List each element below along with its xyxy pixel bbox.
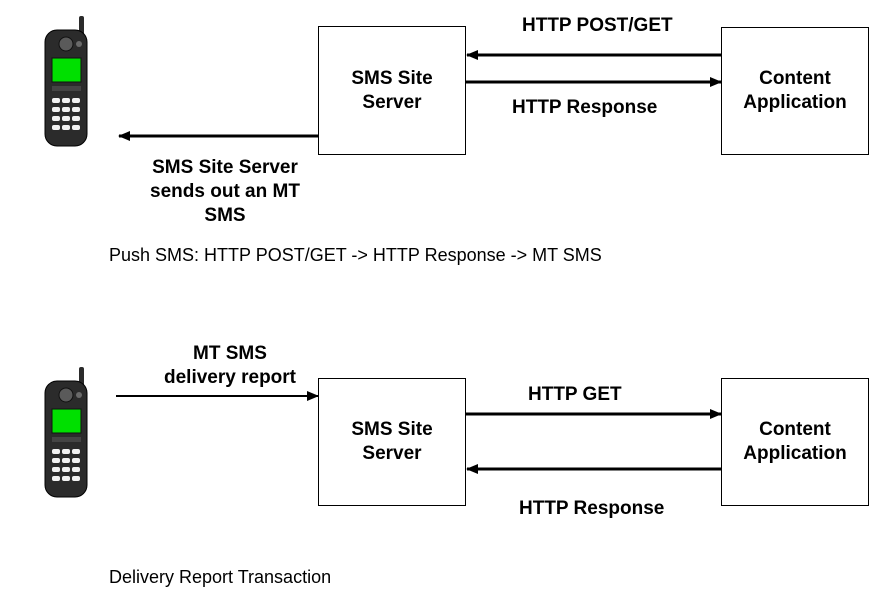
mobile-phone-icon xyxy=(44,367,88,498)
server-label-line-1: SMS Site xyxy=(351,419,433,440)
http-response-label-2: HTTP Response xyxy=(519,498,665,519)
app-label-line-2: Application xyxy=(743,92,847,113)
push-sms-caption: Push SMS: HTTP POST/GET -> HTTP Response… xyxy=(109,245,602,265)
sms-site-server-box: SMS Site Server xyxy=(318,26,466,155)
mt-label-line-3: SMS xyxy=(204,205,246,226)
content-application-box-2: Content Application xyxy=(721,378,869,506)
mobile-phone-icon xyxy=(44,16,88,147)
content-application-box: Content Application xyxy=(721,27,869,155)
mt-delivery-report-label: MT SMS delivery report xyxy=(150,342,310,390)
server-label-line-2: Server xyxy=(362,443,422,464)
app-label-line-2: Application xyxy=(743,443,847,464)
server-label-line-2: Server xyxy=(362,91,422,113)
app-label-line-1: Content xyxy=(759,419,831,440)
app-label-line-1: Content xyxy=(759,68,831,89)
sms-site-server-box-2: SMS Site Server xyxy=(318,378,466,506)
http-post-get-label: HTTP POST/GET xyxy=(522,15,673,36)
mt-sms-label: SMS Site Server sends out an MT SMS xyxy=(130,156,320,228)
mt-label-line-2: sends out an MT xyxy=(150,181,300,202)
mt-label-line-1: SMS Site Server xyxy=(152,157,298,178)
report-label-line-1: MT SMS xyxy=(193,343,267,364)
http-get-label: HTTP GET xyxy=(528,384,622,405)
delivery-report-caption: Delivery Report Transaction xyxy=(109,567,332,587)
report-label-line-2: delivery report xyxy=(164,367,296,388)
http-response-label: HTTP Response xyxy=(512,97,658,118)
server-label-line-1: SMS Site xyxy=(351,67,433,89)
